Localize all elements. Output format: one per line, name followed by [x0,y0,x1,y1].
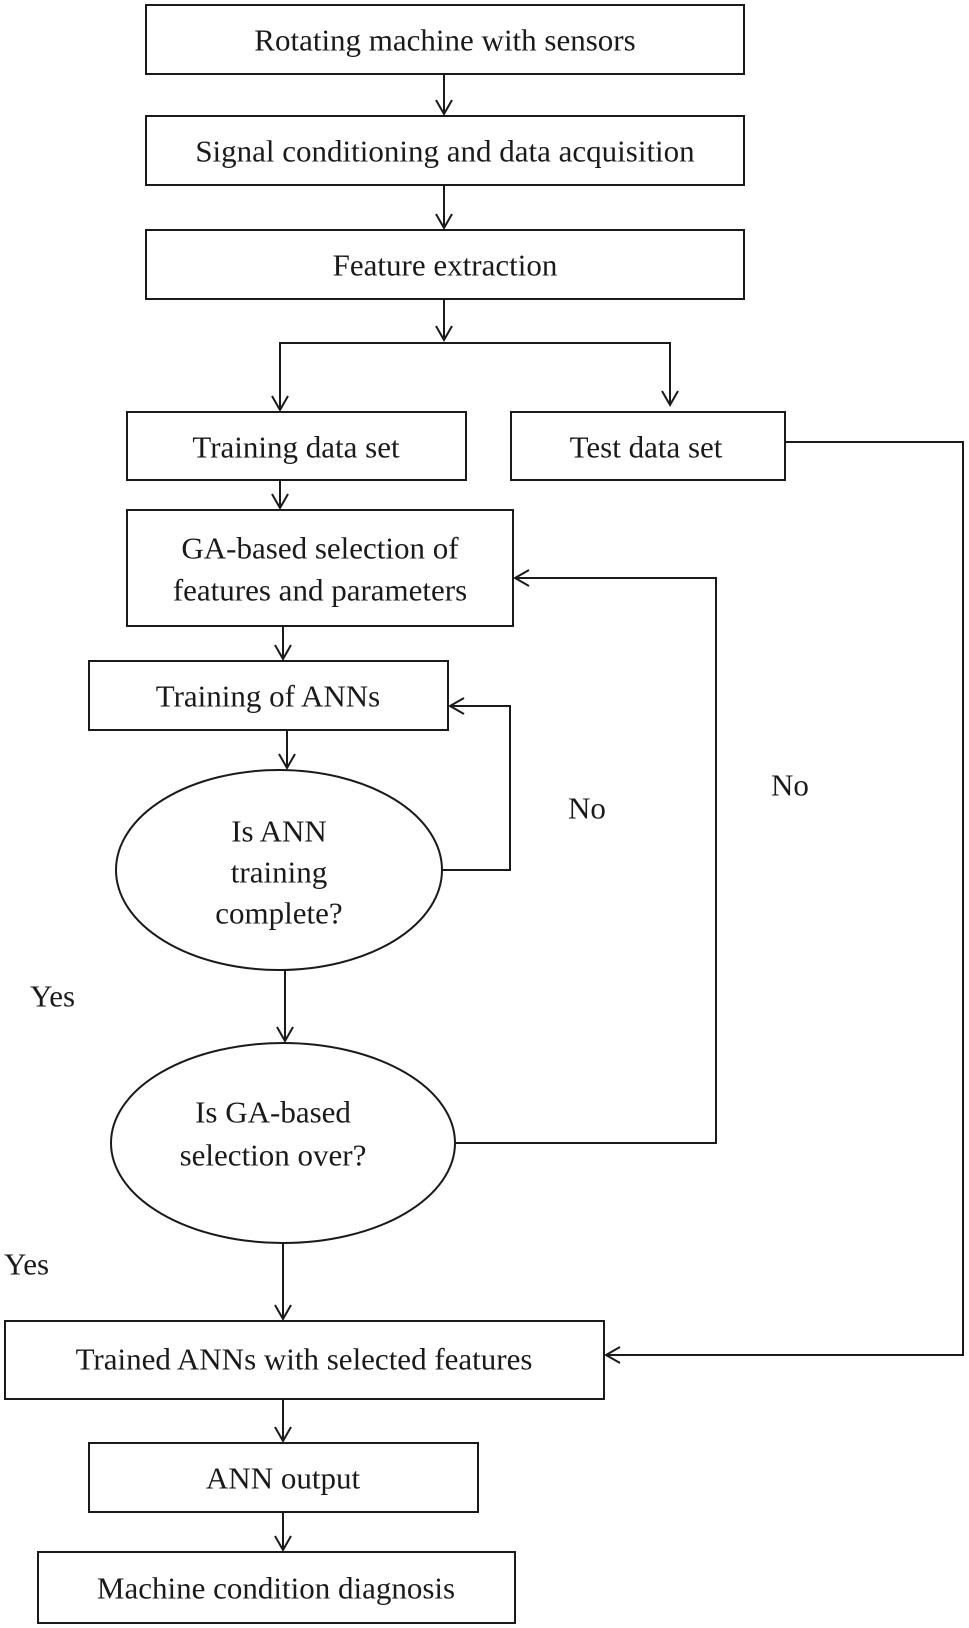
node-trained-anns-label: Trained ANNs with selected features [76,1342,533,1377]
arrow-ga-selection-to-training-anns [274,626,292,662]
node-test-data-set-label: Test data set [570,430,723,465]
arrow-trained-anns-to-output [274,1399,292,1444]
arrow-signal-to-feature [435,185,453,231]
node-test-data-set: Test data set [510,411,786,481]
node-signal-conditioning: Signal conditioning and data acquisition [145,115,745,186]
decision-ann-training-complete-line3: complete? [215,896,342,931]
arrow-feature-to-split [435,299,453,343]
node-rotating-machine-label: Rotating machine with sensors [254,23,635,58]
arrow-test-data-to-trained-anns [603,441,964,1364]
node-training-data-set-label: Training data set [192,430,400,465]
node-ann-output: ANN output [88,1442,479,1513]
node-training-of-anns: Training of ANNs [88,660,449,731]
decision-ga-selection-over-line1: Is GA-based [195,1095,351,1130]
arrow-ann-no-loop [442,697,511,871]
node-ga-selection: GA-based selection of features and param… [126,509,514,627]
decision-ann-training-complete-line2: training [231,855,327,890]
node-machine-condition-diagnosis-label: Machine condition diagnosis [97,1571,455,1606]
edge-label-ann-yes: Yes [30,979,75,1014]
arrow-ga-no-loop [455,569,717,1144]
decision-ga-selection-over: Is GA-based selection over? [110,1042,456,1244]
node-signal-conditioning-label: Signal conditioning and data acquisition [195,134,695,169]
edge-label-ann-no: No [568,791,606,826]
arrow-output-to-diagnosis [274,1512,292,1553]
node-trained-anns: Trained ANNs with selected features [4,1320,605,1400]
decision-ga-selection-over-line2: selection over? [180,1138,367,1173]
node-rotating-machine: Rotating machine with sensors [145,4,745,75]
decision-ann-training-complete-line1: Is ANN [231,814,327,849]
node-ann-output-label: ANN output [206,1461,361,1496]
node-machine-condition-diagnosis: Machine condition diagnosis [37,1551,516,1624]
node-training-data-set: Training data set [126,411,467,481]
arrow-split-to-training-data [271,342,679,413]
arrow-machine-to-signal [435,74,453,117]
arrow-ann-yes-to-ga-decision [276,970,294,1044]
edge-label-ga-no: No [771,768,809,803]
decision-ann-training-complete: Is ANN training complete? [115,769,443,971]
node-feature-extraction: Feature extraction [145,229,745,300]
node-feature-extraction-label: Feature extraction [333,248,558,283]
arrow-training-anns-to-decision [278,730,296,771]
arrow-ga-yes-to-trained-anns [274,1243,292,1322]
node-ga-selection-label-line2: features and parameters [173,573,467,608]
edge-label-ga-yes: Yes [4,1247,49,1282]
node-training-of-anns-label: Training of ANNs [156,679,381,714]
arrow-training-data-to-ga-selection [271,480,289,511]
node-ga-selection-label-line1: GA-based selection of [181,531,459,566]
